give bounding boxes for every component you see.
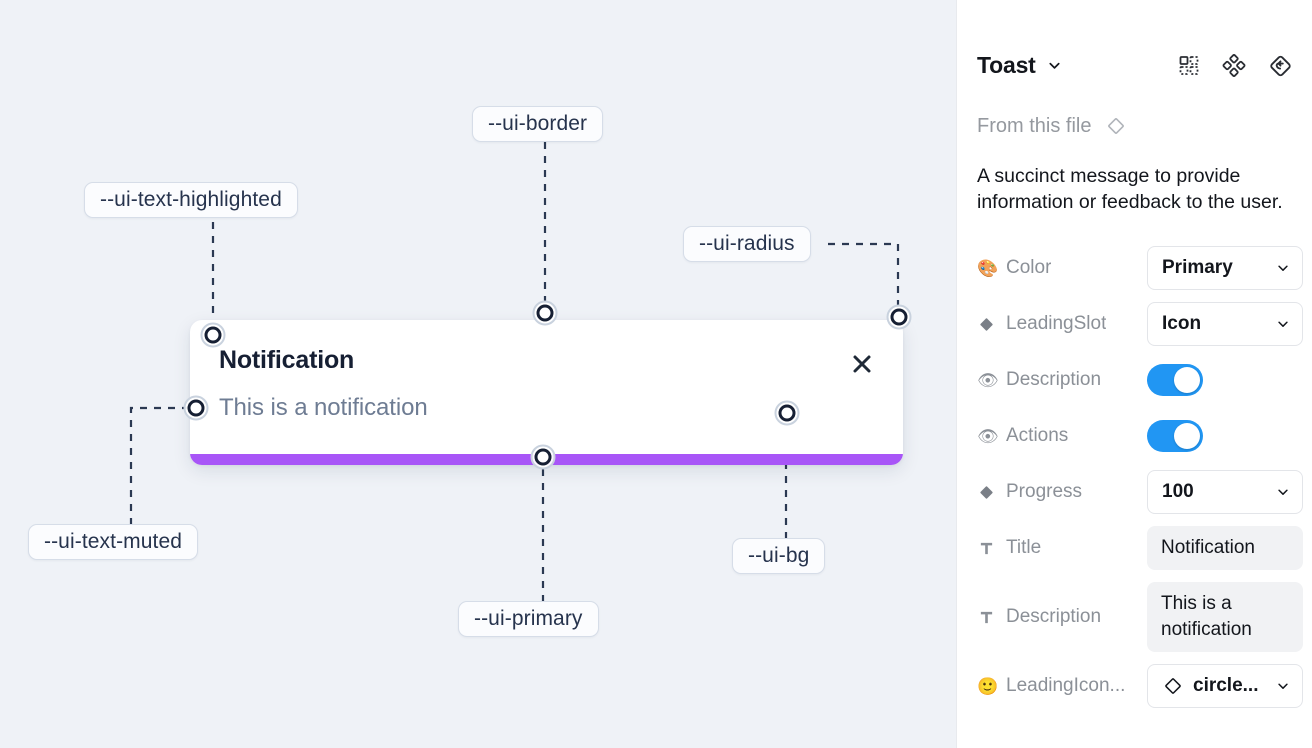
leading-slot-select[interactable]: Icon [1147,302,1303,346]
toast-description: This is a notification [219,394,428,421]
property-row-leading-slot: LeadingSlot Icon [977,302,1307,346]
property-label-description-visibility: 👁 Description [977,369,1102,390]
smiley-emoji: 🙂 [977,676,999,696]
property-row-title: Title Notification [977,526,1307,570]
toast-title: Notification [219,346,355,374]
toast-progress-bar [190,454,903,465]
panel-header-icons [1178,53,1293,78]
from-this-file-label: From this file [977,114,1092,137]
property-row-description-visibility: 👁 Description [977,358,1307,402]
chevron-down-icon [1276,261,1290,275]
annotation-pill-ui-radius[interactable]: --ui-radius [683,226,811,262]
annotation-pill-ui-text-muted[interactable]: --ui-text-muted [28,524,199,560]
property-row-progress: Progress 100 [977,470,1307,514]
component-grid-icon[interactable] [1178,55,1200,77]
design-canvas[interactable]: Notification This is a notification [0,0,956,748]
text-t-icon [977,610,996,625]
property-label-leading-slot: LeadingSlot [977,313,1147,335]
property-row-color: 🎨 Color Primary [977,246,1307,290]
description-toggle[interactable] [1147,364,1203,396]
diamond-filled-icon [977,316,996,333]
panel-title: Toast [977,52,1036,78]
diamond-outline-icon [1162,675,1184,697]
annotation-pill-ui-border[interactable]: --ui-border [472,106,604,142]
chevron-down-icon[interactable] [1047,58,1062,73]
property-row-leading-icon: 🙂 LeadingIcon... circle... [977,664,1307,708]
progress-select[interactable]: 100 [1147,470,1303,514]
annotation-pill-ui-primary[interactable]: --ui-primary [458,601,599,637]
toggle-knob [1174,367,1200,393]
eye-emoji: 👁 [977,370,999,390]
diamond-component-icon [1103,113,1129,139]
property-list: 🎨 Color Primary [977,246,1307,720]
property-label-leading-icon: 🙂 LeadingIcon... [977,675,1126,696]
chevron-down-icon [1276,679,1290,693]
text-t-icon [977,541,996,556]
component-set-icon[interactable] [1222,54,1246,78]
palette-emoji: 🎨 [977,258,999,278]
toast-component-preview[interactable]: Notification This is a notification [190,320,903,465]
chevron-down-icon [1276,317,1290,331]
leading-icon-select[interactable]: circle... [1147,664,1303,708]
color-select[interactable]: Primary [1147,246,1303,290]
eye-emoji: 👁 [977,426,999,446]
property-row-description-text: Description This is a notification [977,582,1307,652]
description-input[interactable]: This is a notification [1147,582,1303,652]
property-label-color: 🎨 Color [977,257,1052,278]
close-x-icon[interactable] [849,351,875,377]
component-description: A succinct message to provide informatio… [977,165,1283,213]
actions-toggle[interactable] [1147,420,1203,452]
properties-panel: Toast [956,0,1312,748]
panel-header: Toast [977,52,1297,79]
property-label-actions-visibility: 👁 Actions [977,425,1069,446]
annotation-pill-ui-text-highlighted[interactable]: --ui-text-highlighted [84,182,298,218]
title-input[interactable]: Notification [1147,526,1303,570]
chevron-down-icon [1276,485,1290,499]
reset-instance-icon[interactable] [1268,53,1293,78]
property-label-description-text: Description [977,606,1147,628]
annotation-pill-ui-bg[interactable]: --ui-bg [732,538,826,574]
property-label-title: Title [977,537,1147,559]
diamond-filled-icon [977,484,996,501]
property-label-progress: Progress [977,481,1147,503]
from-this-file-row[interactable]: From this file [977,113,1129,139]
property-row-actions-visibility: 👁 Actions [977,414,1307,458]
toggle-knob [1174,423,1200,449]
